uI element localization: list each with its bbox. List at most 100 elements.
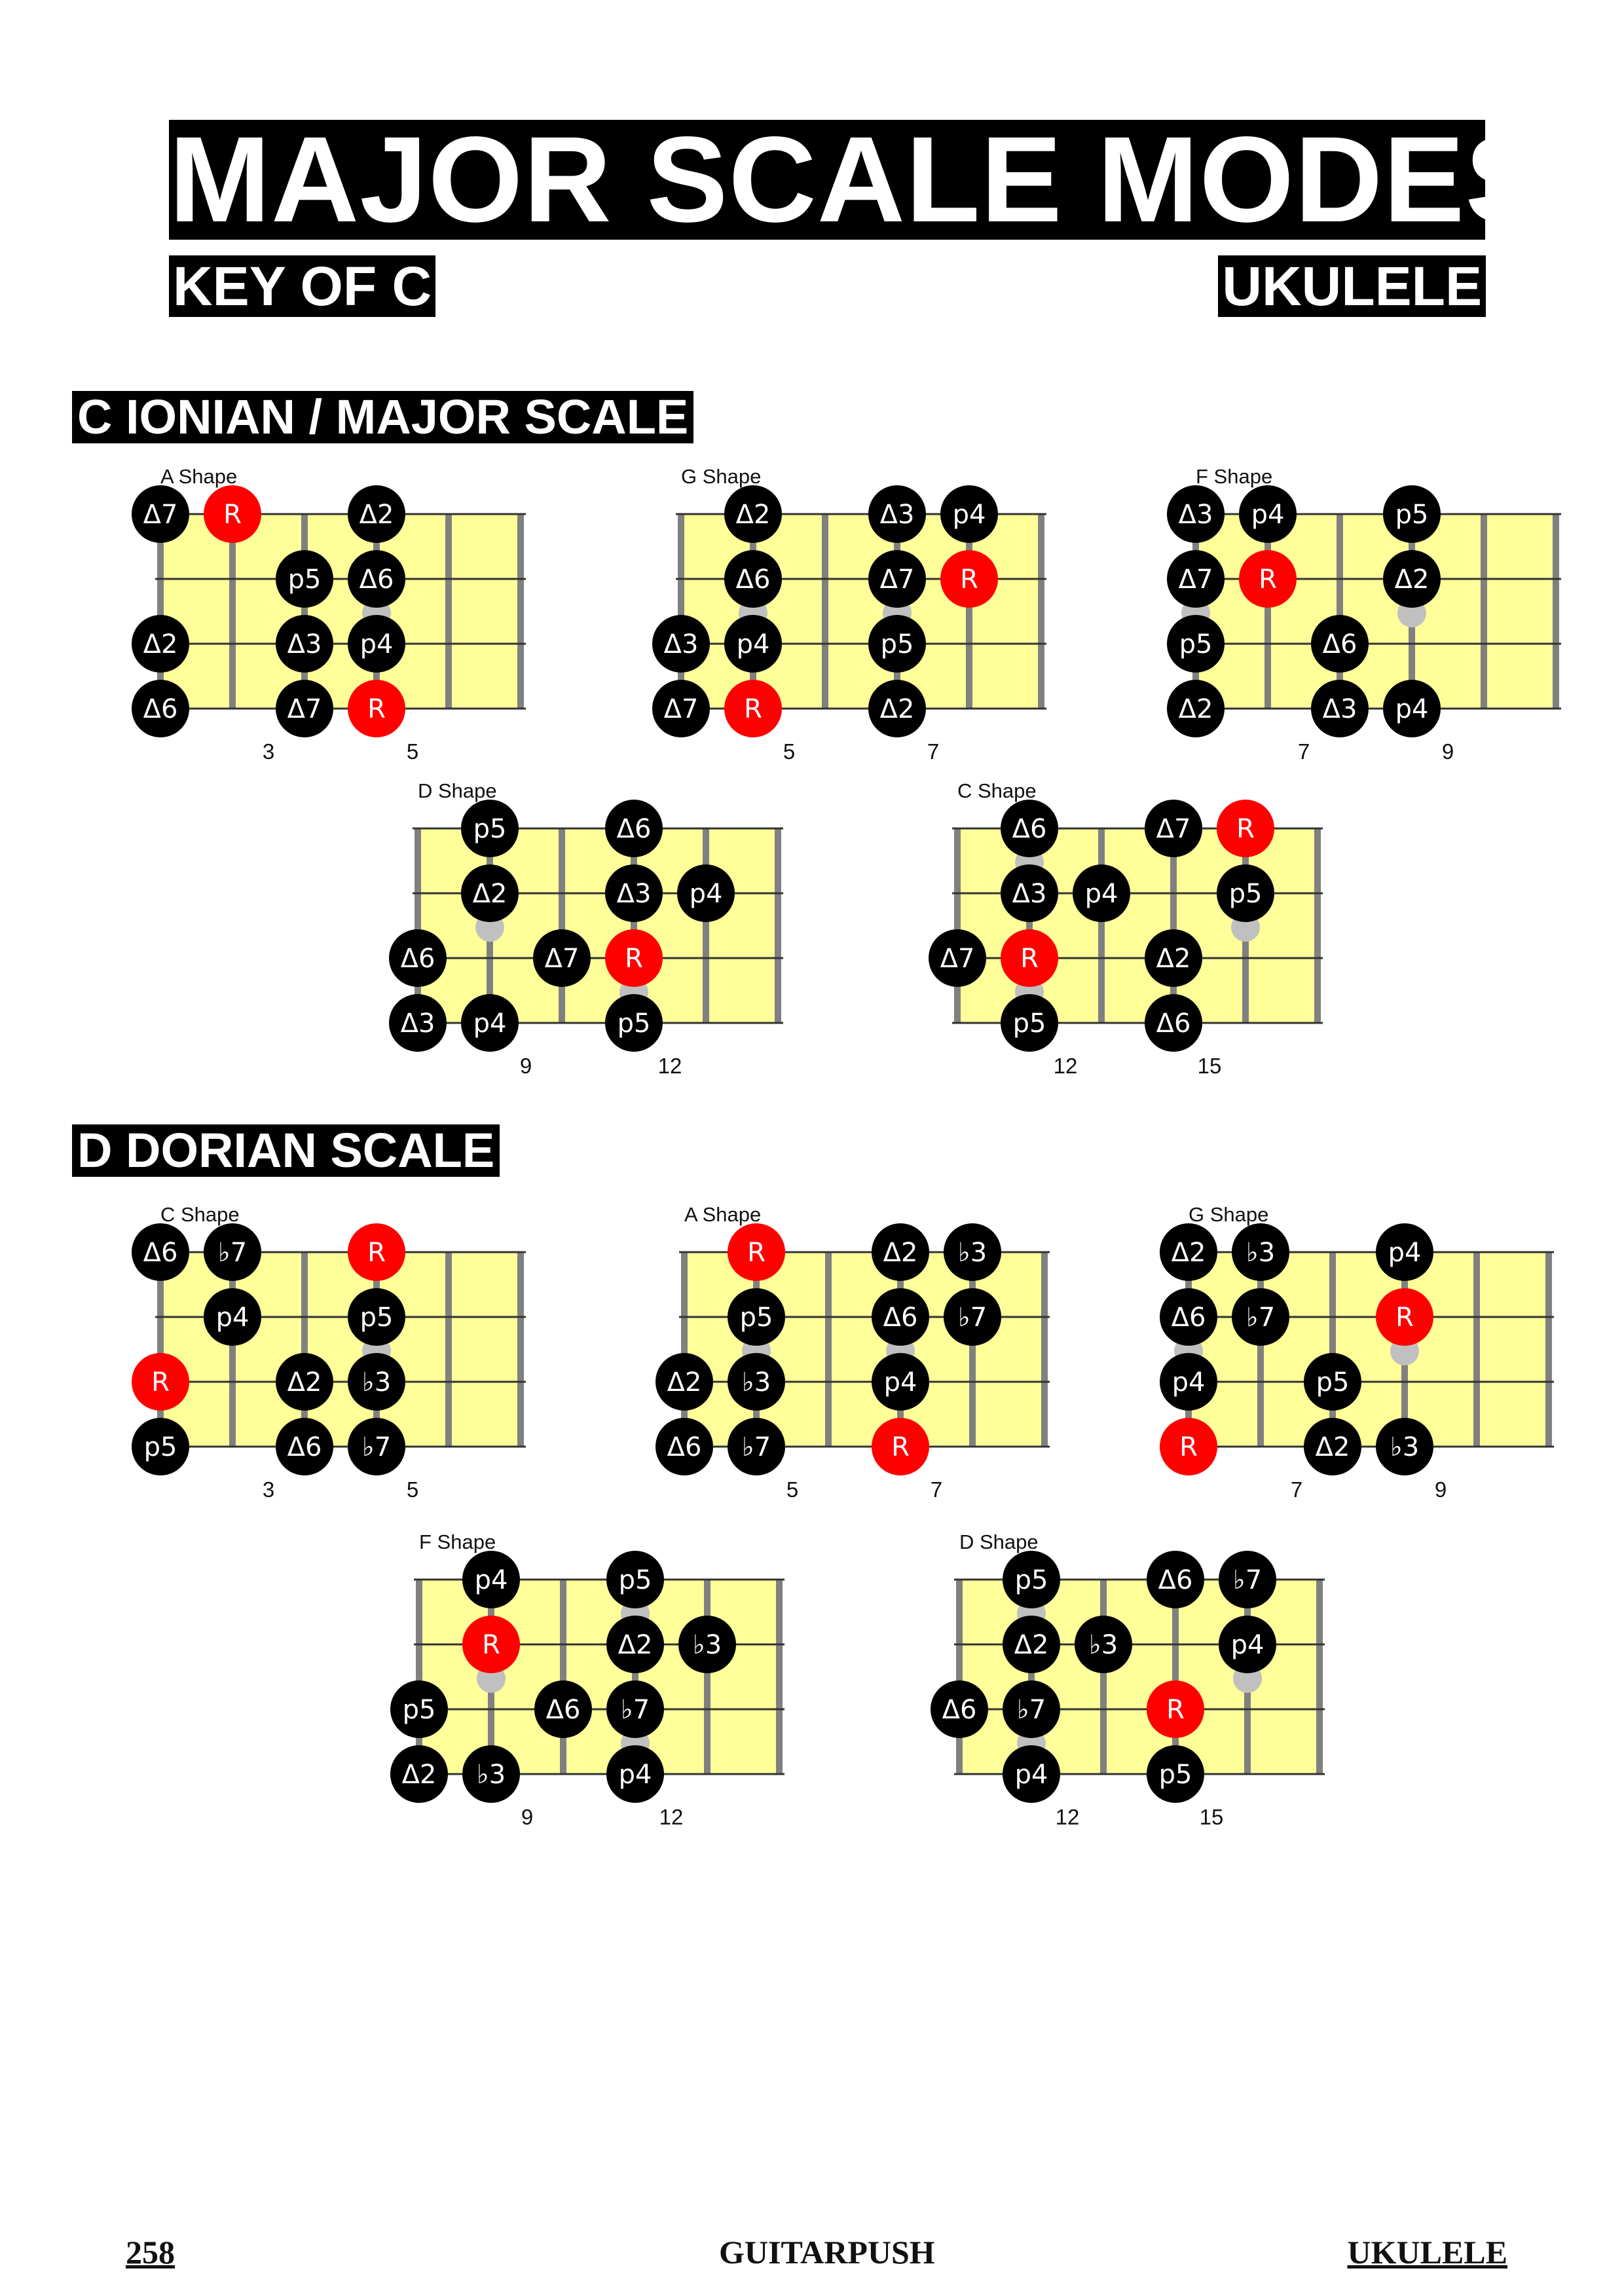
note-dot xyxy=(1311,615,1369,673)
fret-number: 12 xyxy=(1056,1805,1080,1829)
note-label: Δ6 xyxy=(667,1432,702,1462)
section-title-dorian: D DORIAN SCALE xyxy=(72,1124,500,1177)
note-label: p4 xyxy=(884,1367,917,1398)
note-label: p5 xyxy=(618,1009,651,1039)
fretboard xyxy=(419,1580,779,1774)
note-label: p4 xyxy=(1395,694,1429,724)
root-note-dot xyxy=(1001,929,1058,987)
note-dot xyxy=(605,994,663,1052)
root-note-dot xyxy=(728,1223,785,1281)
note-dot xyxy=(348,1418,405,1475)
note-label: Δ6 xyxy=(1012,814,1047,844)
note-dot xyxy=(348,1288,405,1346)
fret-line xyxy=(631,828,637,1023)
note-label: R xyxy=(367,1238,386,1268)
note-label: p5 xyxy=(1015,1565,1048,1595)
shape-label: G Shape xyxy=(1189,1203,1268,1226)
note-label: Δ2 xyxy=(880,694,915,724)
note-dot xyxy=(1232,1288,1289,1346)
fret-number: 5 xyxy=(407,739,418,764)
shape-label: C Shape xyxy=(957,779,1037,802)
note-label: Δ6 xyxy=(1172,1303,1206,1333)
note-dot xyxy=(606,1745,664,1803)
note-label: Δ3 xyxy=(880,500,915,530)
note-label: Δ2 xyxy=(736,500,771,530)
fret-line xyxy=(822,514,828,709)
note-label: Δ6 xyxy=(1156,1009,1191,1039)
note-dot xyxy=(276,680,333,737)
fretboard xyxy=(1196,514,1556,709)
note-label: p5 xyxy=(740,1303,773,1333)
note-label: Δ2 xyxy=(1172,1238,1206,1268)
note-dot xyxy=(872,1288,929,1346)
note-dot xyxy=(462,1551,520,1608)
note-dot xyxy=(1376,1223,1433,1281)
fretboard xyxy=(418,828,778,1023)
page-number: 258 xyxy=(126,2234,175,2270)
fret-line xyxy=(966,514,972,709)
note-dot xyxy=(1232,1223,1289,1281)
note-label: p5 xyxy=(1179,629,1213,659)
fret-line xyxy=(517,1252,524,1447)
note-dot xyxy=(1001,800,1058,857)
note-label: R xyxy=(625,944,643,974)
note-dot xyxy=(868,615,926,673)
note-label: p4 xyxy=(216,1303,249,1333)
note-label: Δ7 xyxy=(287,694,322,724)
fret-number: 3 xyxy=(263,1477,274,1502)
footer-instrument: UKULELE xyxy=(1347,2234,1507,2270)
note-dot xyxy=(1311,680,1369,737)
root-note-dot xyxy=(1160,1418,1217,1475)
fret-line xyxy=(954,828,961,1023)
note-dot xyxy=(1167,680,1225,737)
note-dot xyxy=(728,1418,785,1475)
note-label: p4 xyxy=(690,879,723,909)
fret-line xyxy=(301,1252,308,1447)
fret-line xyxy=(956,1580,963,1774)
fret-number: 7 xyxy=(1291,1477,1302,1502)
fret-number: 7 xyxy=(927,739,939,764)
note-label: ♭7 xyxy=(621,1695,650,1725)
note-label: Δ2 xyxy=(1014,1630,1049,1660)
note-label: Δ2 xyxy=(143,629,178,659)
note-label: p5 xyxy=(1395,500,1429,530)
note-label: Δ2 xyxy=(1179,694,1213,724)
root-note-dot xyxy=(204,485,261,543)
note-label: ♭3 xyxy=(742,1367,771,1398)
fret-number: 5 xyxy=(407,1477,418,1502)
note-label: Δ6 xyxy=(617,814,652,844)
note-label: Δ6 xyxy=(287,1432,322,1462)
root-note-dot xyxy=(1217,800,1274,857)
note-dot xyxy=(1383,680,1441,737)
note-dot xyxy=(348,550,405,608)
fret-number: 12 xyxy=(1054,1054,1078,1078)
note-label: Δ6 xyxy=(1158,1565,1193,1595)
note-label: p4 xyxy=(1388,1238,1422,1268)
note-label: ♭7 xyxy=(362,1432,391,1462)
root-note-dot xyxy=(132,1353,189,1411)
fret-line xyxy=(445,1252,452,1447)
note-dot xyxy=(462,1745,520,1803)
fret-number: 12 xyxy=(658,1054,682,1078)
note-dot xyxy=(276,615,333,673)
fret-line xyxy=(1172,1580,1179,1774)
fret-number: 7 xyxy=(931,1477,942,1502)
note-dot xyxy=(605,800,663,857)
fret-number: 3 xyxy=(263,739,274,764)
note-label: Δ2 xyxy=(360,500,394,530)
note-label: Δ3 xyxy=(1012,879,1047,909)
page-title: MAJOR SCALE MODES xyxy=(169,112,1547,248)
note-label: Δ2 xyxy=(402,1760,437,1790)
note-label: Δ2 xyxy=(1395,565,1430,595)
root-note-dot xyxy=(1376,1288,1433,1346)
fret-line xyxy=(415,828,421,1023)
note-label: p4 xyxy=(619,1760,652,1790)
note-label: Δ6 xyxy=(942,1695,977,1725)
fret-line xyxy=(775,828,781,1023)
fret-number: 9 xyxy=(521,1805,533,1829)
note-dot xyxy=(1167,550,1225,608)
root-note-dot xyxy=(1239,550,1297,608)
note-dot xyxy=(678,1616,736,1673)
